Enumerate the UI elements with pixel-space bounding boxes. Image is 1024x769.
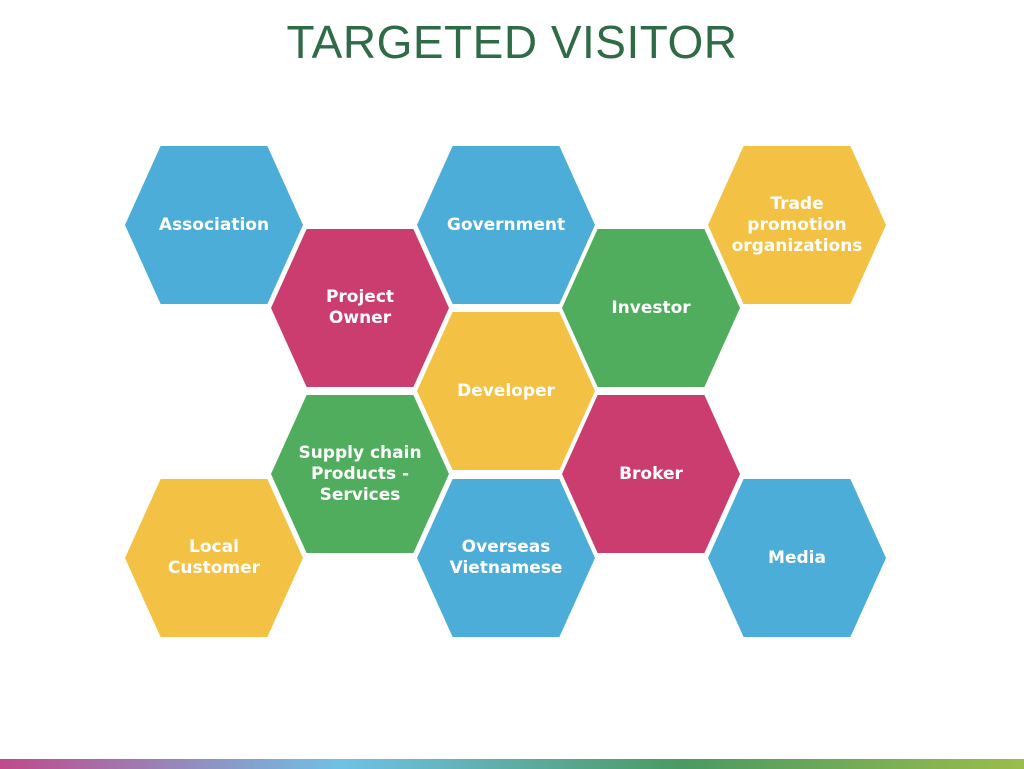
hex-overseas-vietnamese: Overseas Vietnamese: [417, 479, 595, 637]
hex-investor: Investor: [562, 229, 740, 387]
hex-label-supply-chain: Supply chain Products - Services: [298, 442, 422, 505]
hex-label-broker: Broker: [619, 463, 683, 484]
hex-broker: Broker: [562, 395, 740, 553]
page-title: TARGETED VISITOR: [286, 16, 738, 68]
hex-label-project-owner: Project Owner: [325, 287, 395, 328]
hex-association: Association: [125, 146, 303, 304]
hex-label-association: Association: [158, 214, 270, 235]
hex-supply-chain: Supply chain Products - Services: [271, 395, 449, 553]
hex-label-investor: Investor: [611, 297, 691, 318]
hex-media: Media: [708, 479, 886, 637]
bottom-gradient-bar: [0, 759, 1024, 769]
hex-label-local-customer: Local Customer: [167, 537, 261, 578]
hex-label-developer: Developer: [457, 380, 555, 401]
hex-government: Government: [417, 146, 595, 304]
hex-developer: Developer: [417, 312, 595, 470]
hex-project-owner: Project Owner: [271, 229, 449, 387]
hex-label-trade-promotion-organizations: Trade promotion organizations: [731, 193, 863, 256]
hex-label-overseas-vietnamese: Overseas Vietnamese: [449, 537, 563, 578]
hex-label-media: Media: [768, 547, 826, 568]
hex-label-government: Government: [446, 214, 566, 235]
hex-trade-promotion-organizations: Trade promotion organizations: [708, 146, 886, 304]
hex-local-customer: Local Customer: [125, 479, 303, 637]
